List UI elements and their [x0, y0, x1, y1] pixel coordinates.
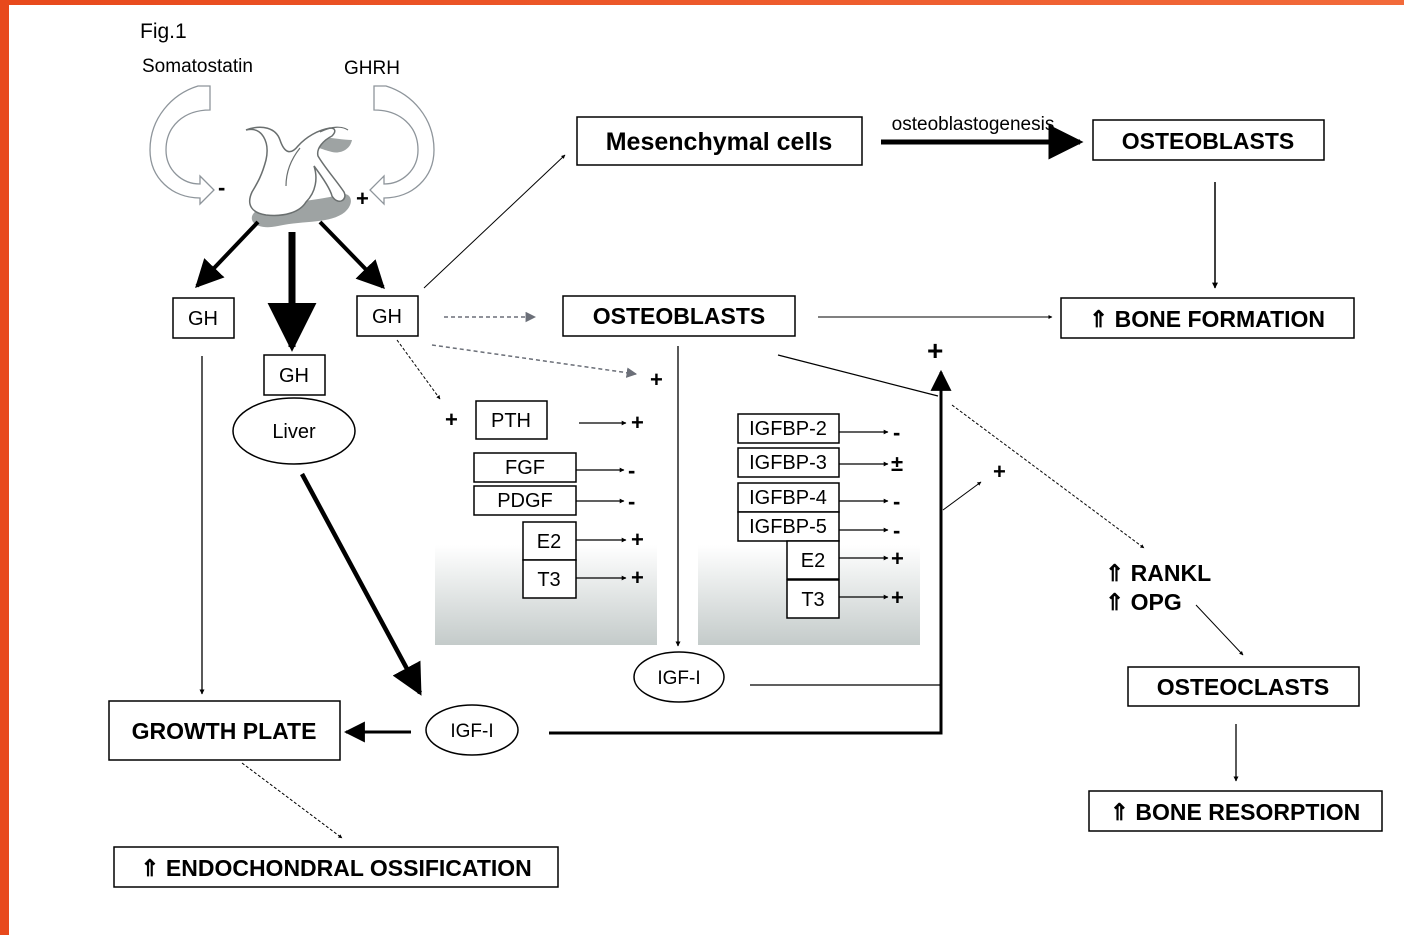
bone-formation-box — [1060, 297, 1355, 339]
t3-right-label: T3 — [801, 589, 824, 611]
pth-right-sign: + — [631, 410, 644, 435]
gh-mid-box — [263, 354, 326, 396]
e2-left-box — [522, 521, 577, 561]
ghrh-curved-arrow — [369, 85, 435, 206]
igfbp5-sign: - — [893, 518, 900, 543]
liver-label: Liver — [272, 421, 316, 443]
arrow-gh-to-mesenchymal — [423, 154, 566, 289]
gh-right-label: GH — [372, 306, 402, 328]
somatostatin-label: Somatostatin — [142, 56, 253, 77]
growth-plate-box — [108, 700, 341, 761]
fgf-sign: - — [628, 458, 635, 483]
arrow-pituitary-to-gh-left — [195, 220, 260, 289]
pdgf-sign: - — [628, 489, 635, 514]
arrow-opg-to-osteoclasts — [1195, 604, 1244, 656]
rankl-label: ⇑ RANKL — [1105, 560, 1211, 586]
igfbp3-sign: ± — [891, 451, 903, 476]
pth-left-sign: + — [445, 407, 458, 432]
osteoblasts-mid-label: OSTEOBLASTS — [593, 303, 766, 329]
arrow-to-side-plus — [942, 481, 982, 511]
liver-ellipse — [232, 397, 356, 465]
stimulation-sign: + — [356, 186, 369, 211]
line-osteoblasts-to-junction — [777, 354, 939, 397]
fgf-box — [473, 452, 577, 483]
e2-right-label: E2 — [801, 550, 825, 572]
pituitary-icon — [245, 126, 352, 228]
igfbp2-box — [737, 413, 840, 444]
somatostatin-curved-arrow — [149, 85, 215, 206]
e2-left-label: E2 — [537, 531, 561, 553]
gh-left-label: GH — [188, 308, 218, 330]
igf1-local-label: IGF-I — [657, 668, 700, 689]
endochondral-label: ⇑ ENDOCHONDRAL OSSIFICATION — [140, 855, 532, 881]
pth-label: PTH — [491, 410, 531, 432]
osteoblastogenesis-label: osteoblastogenesis — [892, 114, 1055, 135]
osteoblasts-top-label: OSTEOBLASTS — [1122, 128, 1295, 154]
frame-left-edge — [0, 0, 9, 935]
osteoblasts-top-box — [1092, 119, 1325, 161]
t3-right-box — [786, 579, 840, 619]
osteoclasts-label: OSTEOCLASTS — [1157, 674, 1330, 700]
gh-left-box — [172, 297, 235, 339]
igfbp5-label: IGFBP-5 — [749, 516, 827, 538]
pth-box — [475, 400, 548, 440]
bone-resorption-box — [1088, 790, 1383, 832]
igfbp4-sign: - — [893, 489, 900, 514]
dashed-plus-sign: + — [650, 367, 663, 392]
bone-formation-label: ⇑ BONE FORMATION — [1089, 306, 1325, 332]
igf1-systemic-label: IGF-I — [450, 721, 493, 742]
opg-label: ⇑ OPG — [1105, 589, 1182, 615]
path-igf1-systemic-to-bone — [549, 369, 952, 735]
big-plus-sign: + — [927, 335, 943, 366]
t3-left-label: T3 — [537, 569, 560, 591]
e2-right-sign: + — [891, 546, 904, 571]
pdgf-label: PDGF — [497, 490, 553, 512]
osteoblasts-mid-box — [562, 295, 796, 337]
fgf-label: FGF — [505, 457, 545, 479]
arrow-to-rankl — [951, 404, 1145, 549]
figure-label: Fig.1 — [140, 20, 187, 43]
igfbp3-box — [737, 447, 840, 478]
t3-left-box — [522, 559, 577, 599]
e2-left-sign: + — [631, 527, 644, 552]
inhibition-sign: - — [218, 175, 225, 200]
igfbp4-label: IGFBP-4 — [749, 487, 827, 509]
osteoclasts-box — [1127, 666, 1360, 707]
mesenchymal-label: Mesenchymal cells — [606, 128, 833, 156]
igfbp2-sign: - — [893, 420, 900, 445]
growth-plate-label: GROWTH PLATE — [132, 718, 317, 744]
t3-left-sign: + — [631, 565, 644, 590]
dashed-arrow-gh-to-plus — [431, 344, 638, 378]
arrow-liver-to-igf1 — [300, 472, 422, 696]
arrow-pituitary-to-gh-right — [318, 220, 385, 290]
igf1-local-ellipse — [633, 651, 725, 703]
igfbp5-box — [737, 511, 840, 542]
gh-mid-label: GH — [279, 365, 309, 387]
igfbp2-label: IGFBP-2 — [749, 418, 827, 440]
ghrh-label: GHRH — [344, 58, 400, 79]
arrow-growth-plate-to-endochondral — [241, 762, 343, 839]
igf1-systemic-ellipse — [425, 704, 519, 756]
bone-resorption-label: ⇑ BONE RESORPTION — [1110, 799, 1361, 825]
mesenchymal-box — [576, 116, 863, 166]
t3-right-sign: + — [891, 585, 904, 610]
endochondral-box — [113, 846, 559, 888]
igfbp3-label: IGFBP-3 — [749, 452, 827, 474]
side-plus-sign: + — [993, 459, 1006, 484]
arrow-gh-to-pth — [396, 339, 441, 400]
frame-top-edge — [0, 0, 1404, 5]
pdgf-box — [473, 485, 577, 516]
e2-right-box — [786, 540, 840, 580]
igfbp4-box — [737, 482, 840, 513]
gh-right-box — [356, 295, 419, 337]
